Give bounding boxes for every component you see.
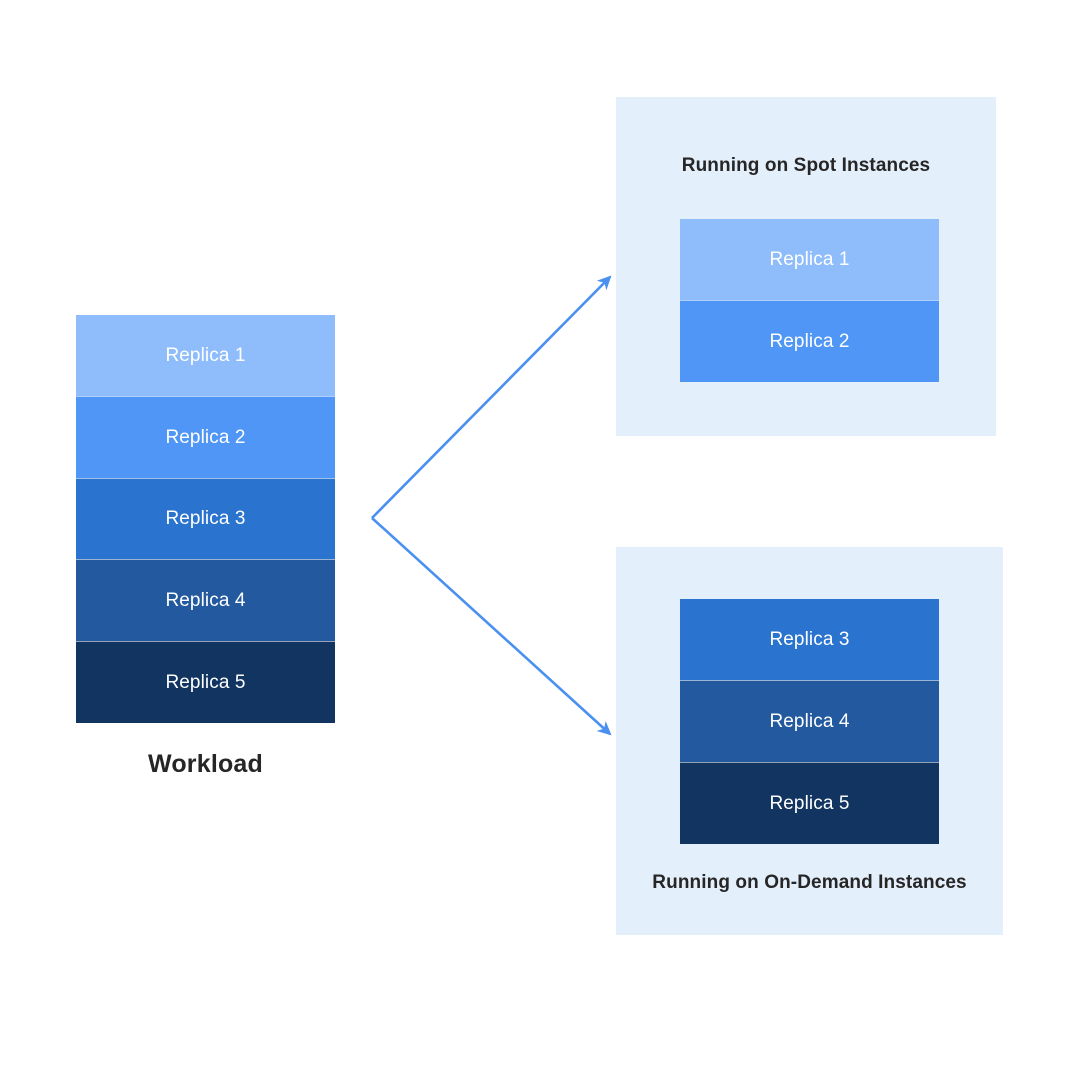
ondemand-replica-3[interactable]: Replica 3 xyxy=(680,599,939,680)
ondemand-replica-4[interactable]: Replica 4 xyxy=(680,680,939,762)
arrow-to-spot-line xyxy=(371,275,612,519)
spot-replica-1[interactable]: Replica 1 xyxy=(680,219,939,300)
workload-replica-4[interactable]: Replica 4 xyxy=(76,559,335,642)
panel-ondemand-instances: Replica 3 Replica 4 Replica 5 Running on… xyxy=(616,547,1003,935)
arrow-to-ondemand-line xyxy=(371,517,612,736)
panel-spot-instances: Running on Spot Instances Replica 1 Repl… xyxy=(616,97,996,436)
panel-spot-title: Running on Spot Instances xyxy=(681,155,931,176)
workload-replica-1[interactable]: Replica 1 xyxy=(76,315,335,396)
workload-replica-3[interactable]: Replica 3 xyxy=(76,477,335,560)
spot-replica-2[interactable]: Replica 2 xyxy=(680,300,939,382)
workload-stack: Replica 1 Replica 2 Replica 3 Replica 4 … xyxy=(76,315,335,723)
ondemand-replica-5[interactable]: Replica 5 xyxy=(680,762,939,844)
workload-replica-5[interactable]: Replica 5 xyxy=(76,641,335,723)
panel-ondemand-title: Running on On-Demand Instances xyxy=(652,872,967,893)
ondemand-replica-stack: Replica 3 Replica 4 Replica 5 xyxy=(680,599,939,844)
workload-caption: Workload xyxy=(147,750,264,778)
spot-replica-stack: Replica 1 Replica 2 xyxy=(680,219,939,382)
workload-replica-2[interactable]: Replica 2 xyxy=(76,395,335,478)
